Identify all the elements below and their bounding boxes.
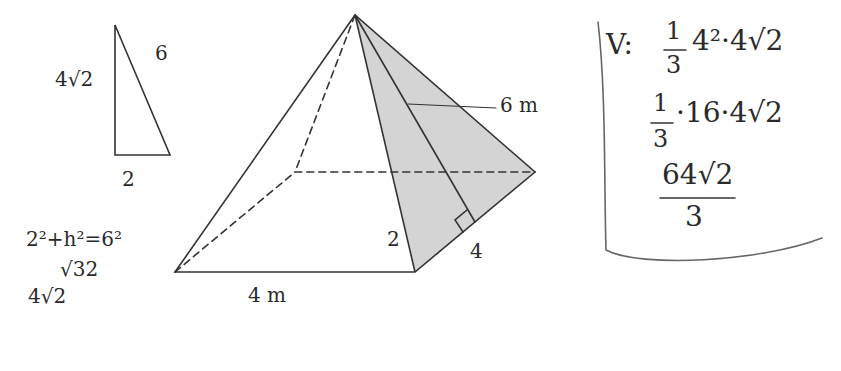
shaded-face	[355, 15, 535, 272]
handwritten-label: 4√2	[55, 68, 93, 90]
sketch-triangle	[115, 25, 170, 155]
handwritten-label: 6	[155, 42, 168, 64]
handwritten-label: 2²+h²=6²	[26, 228, 122, 250]
handwritten-label: 2	[387, 228, 400, 250]
handwritten-label: 3	[685, 202, 703, 233]
leader-line	[408, 104, 496, 108]
handwritten-label: 64√2	[662, 160, 733, 191]
handwritten-label: 4 m	[248, 284, 286, 306]
hidden-edges	[175, 15, 535, 272]
slant-height	[355, 15, 475, 222]
work-bracket	[598, 22, 822, 260]
handwritten-label: V:	[606, 30, 633, 61]
pyramid-edges	[175, 15, 535, 272]
handwritten-label: 4√2	[28, 285, 66, 307]
right-angle-mark	[455, 210, 467, 232]
handwritten-label: √32	[60, 258, 98, 280]
handwritten-label: 3	[653, 126, 668, 152]
handwritten-label: 4²·4√2	[692, 26, 783, 57]
handwritten-label: 4	[470, 240, 483, 262]
handwritten-label: 2	[122, 168, 135, 190]
handwritten-label: 1	[666, 18, 681, 44]
handwritten-label: ·16·4√2	[676, 98, 783, 129]
handwritten-label: 3	[666, 52, 681, 78]
handwritten-label: 1	[653, 90, 668, 116]
handwritten-label: 6 m	[500, 94, 538, 116]
